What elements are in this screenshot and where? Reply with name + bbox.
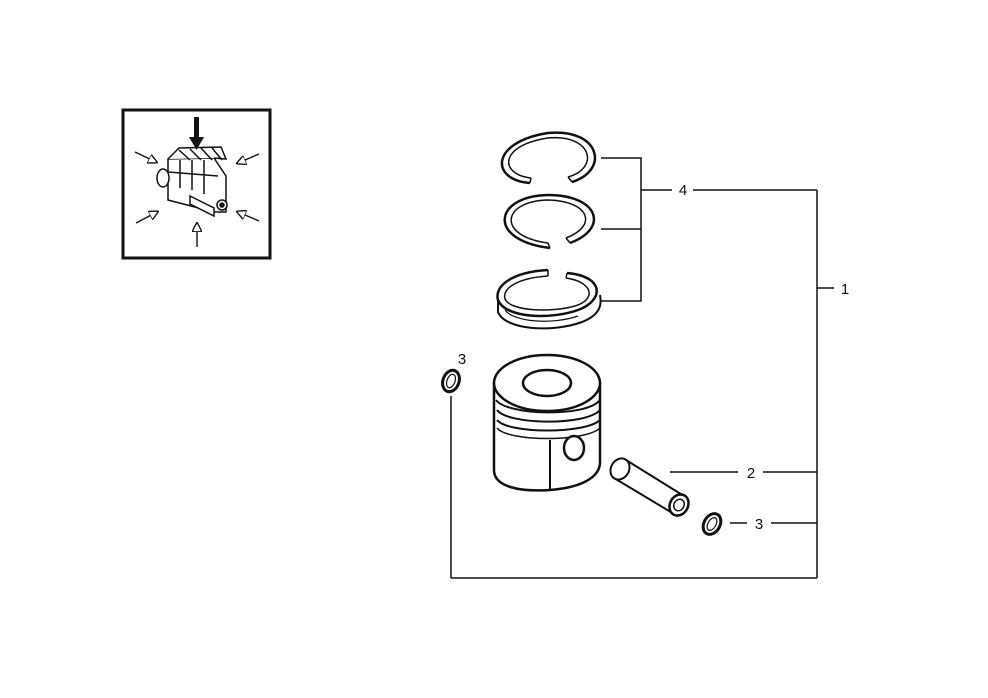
leader-lines	[450, 157, 834, 579]
engine-location-icon	[121, 108, 272, 260]
callout-retaining-ring-left: 3	[458, 351, 466, 368]
piston	[492, 353, 602, 492]
down-arrow-icon	[189, 117, 204, 150]
piston-ring-middle	[503, 193, 596, 250]
piston-ring-top	[500, 131, 597, 185]
callout-pin: 2	[747, 465, 755, 482]
callout-ring-set: 4	[679, 182, 687, 199]
retaining-ring-left	[441, 368, 461, 394]
engine-block	[156, 146, 228, 218]
piston-ring-oil	[496, 268, 602, 330]
retaining-ring-right	[701, 512, 723, 536]
callout-assembly: 1	[841, 281, 849, 298]
piston-ring-set	[496, 131, 602, 330]
piston-pin	[609, 457, 690, 517]
view-direction-arrows	[134, 151, 260, 247]
callout-retaining-ring-right: 3	[755, 516, 763, 533]
